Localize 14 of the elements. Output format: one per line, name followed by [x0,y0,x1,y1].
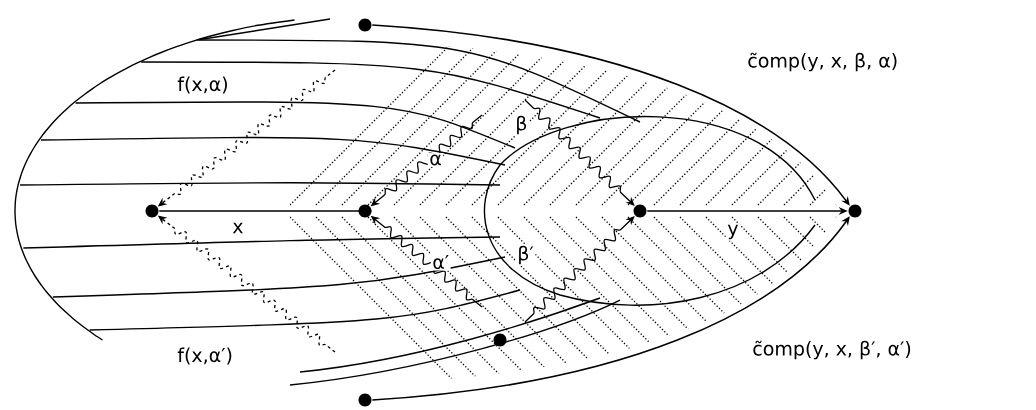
edge-label: α [427,153,444,167]
band-label: f(x,α′) [175,346,235,366]
edge-label: x [230,221,246,235]
edge-label: β′ [515,244,536,266]
edge-label: c̃omp(y, x, β, α) [745,51,900,73]
edge-label: β [513,114,529,136]
edge-label: α′ [430,253,451,271]
squiggly-arrow [524,99,635,206]
band-label: f(x,α) [175,75,231,95]
squiggly-arrow [524,216,635,323]
curved-arrow [371,24,850,206]
edge-label: y [725,223,741,241]
curved-arrow [371,216,850,401]
edge-label: c̃omp(y, x, β′, α′) [750,339,914,361]
